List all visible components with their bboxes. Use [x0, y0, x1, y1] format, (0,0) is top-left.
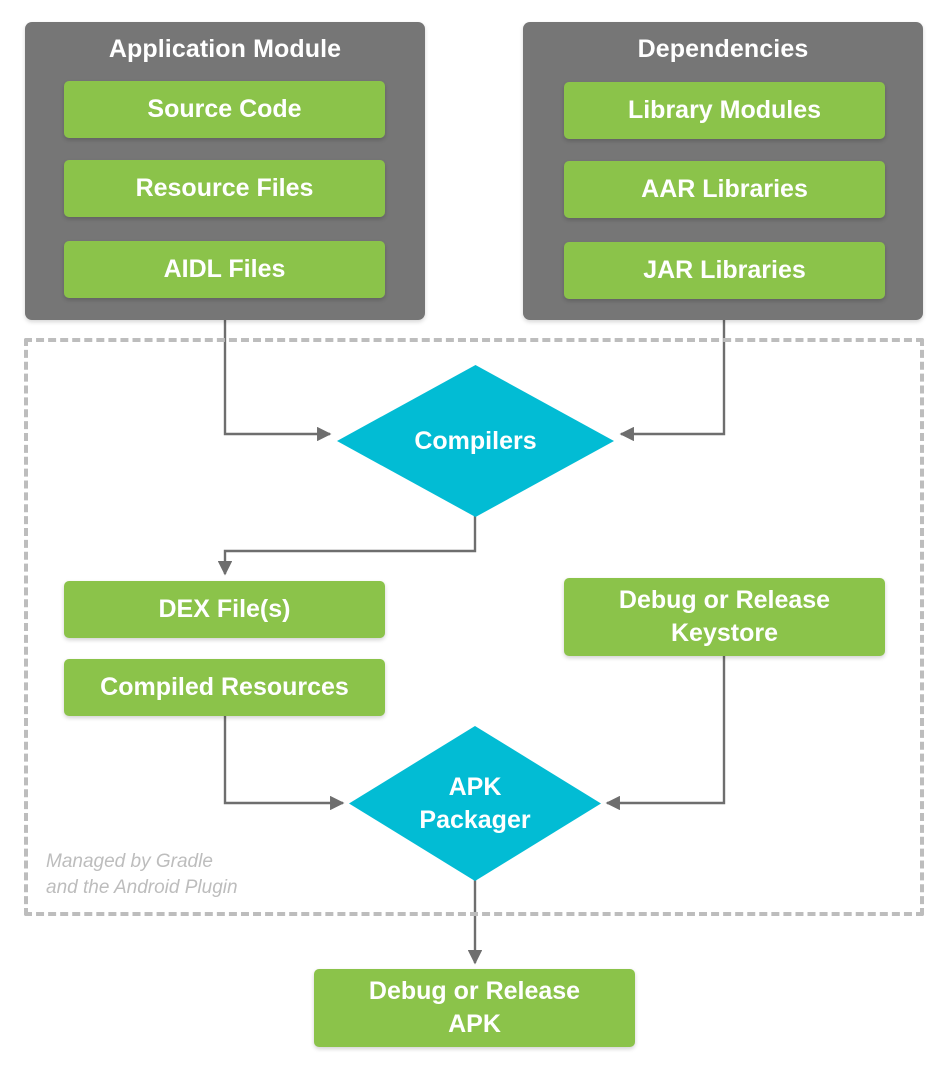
managed-by-gradle-region	[24, 338, 924, 916]
node-compilers[interactable]: Compilers	[337, 365, 614, 517]
group-title-dependencies: Dependencies	[637, 35, 809, 63]
chip-resource-files[interactable]: Resource Files	[64, 160, 385, 217]
output-apk-label-line1: Debug or Release	[368, 977, 581, 1005]
chip-compiled-resources[interactable]: Compiled Resources	[64, 659, 385, 716]
managed-region-note-line1: Managed by Gradle	[46, 851, 213, 872]
group-title-application-module: Application Module	[108, 35, 342, 63]
chip-dex-files[interactable]: DEX File(s)	[64, 581, 385, 638]
node-apk-packager[interactable]: APK Packager	[349, 726, 601, 881]
apk-packager-label-line2: Packager	[419, 805, 531, 834]
keystore-label-line2: Keystore	[671, 619, 778, 647]
chip-aar-libraries[interactable]: AAR Libraries	[564, 161, 885, 218]
output-apk-label-line2: APK	[448, 1010, 501, 1038]
chip-jar-libraries[interactable]: JAR Libraries	[564, 242, 885, 299]
chip-aidl-files[interactable]: AIDL Files	[64, 241, 385, 298]
chip-library-modules[interactable]: Library Modules	[564, 82, 885, 139]
apk-packager-label: APK Packager	[349, 726, 601, 881]
chip-keystore[interactable]: Debug or Release Keystore	[564, 578, 885, 656]
compilers-label: Compilers	[414, 426, 537, 455]
chip-output-apk[interactable]: Debug or Release APK	[314, 969, 635, 1047]
apk-packager-label-line1: APK	[448, 772, 502, 801]
chip-source-code[interactable]: Source Code	[64, 81, 385, 138]
keystore-label-line1: Debug or Release	[618, 586, 831, 614]
managed-region-note-line2: and the Android Plugin	[46, 877, 238, 898]
